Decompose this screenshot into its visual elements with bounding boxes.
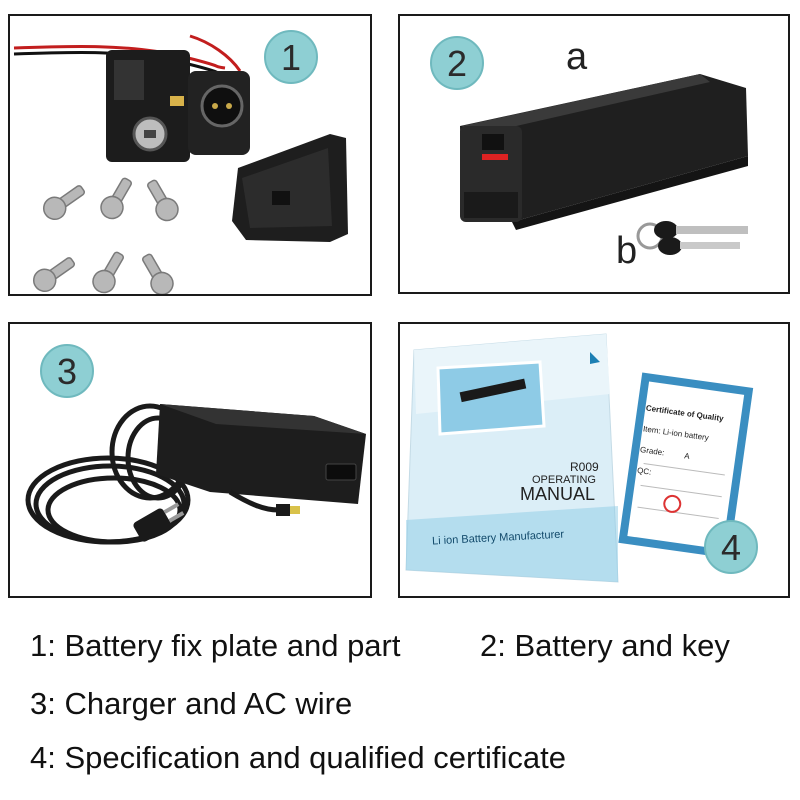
- number-badge-3: 3: [40, 344, 94, 398]
- battery-key-illustration: [460, 74, 748, 255]
- certificate-grade-value: A: [683, 451, 691, 461]
- panel-4-documents: R009 OPERATING MANUAL Li ion Battery Man…: [398, 322, 790, 598]
- caption-1: 1: Battery fix plate and part: [30, 628, 401, 663]
- manual-line2: MANUAL: [520, 484, 596, 504]
- charger-illustration: [25, 403, 366, 545]
- number-badge-4: 4: [704, 520, 758, 574]
- number-badge-1: 1: [264, 30, 318, 84]
- number-badge-2: 2: [430, 36, 484, 90]
- caption-3: 3: Charger and AC wire: [30, 686, 353, 721]
- caption-4: 4: Specification and qualified certifica…: [30, 740, 566, 775]
- panel-2-battery: 2 a b: [398, 14, 790, 294]
- panel-3-charger: 3: [8, 322, 372, 598]
- manual-model: R009: [570, 460, 599, 474]
- caption-2: 2: Battery and key: [480, 628, 730, 663]
- certificate-item: Item: Li-ion battery: [642, 424, 710, 443]
- fix-plate-parts-illustration: [13, 34, 348, 294]
- certificate-grade-label: Grade:: [639, 445, 665, 458]
- label-b-key: b: [616, 230, 638, 272]
- certificate-text: Certificate of Quality Item: Li-ion batt…: [637, 398, 743, 489]
- manual-certificate-illustration: [405, 333, 754, 583]
- manual-line1: OPERATING: [532, 474, 596, 486]
- panel-1-fix-plate: 1: [8, 14, 372, 296]
- label-a-battery: a: [566, 36, 588, 78]
- certificate-grade-row: Grade: A: [640, 445, 736, 467]
